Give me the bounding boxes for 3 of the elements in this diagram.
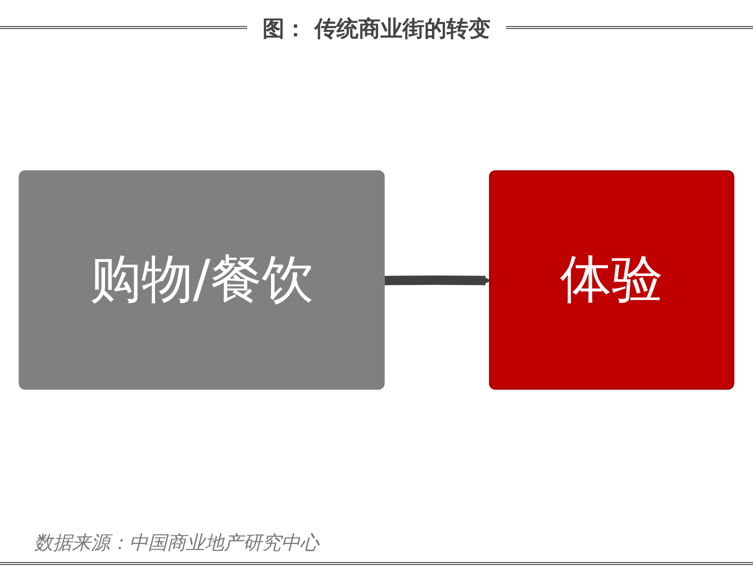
arrow (384, 275, 491, 286)
source-caption: 数据来源：中国商业地产研究中心 (34, 531, 319, 556)
diagram-title: 图： 传统商业街的转变 (262, 16, 492, 44)
